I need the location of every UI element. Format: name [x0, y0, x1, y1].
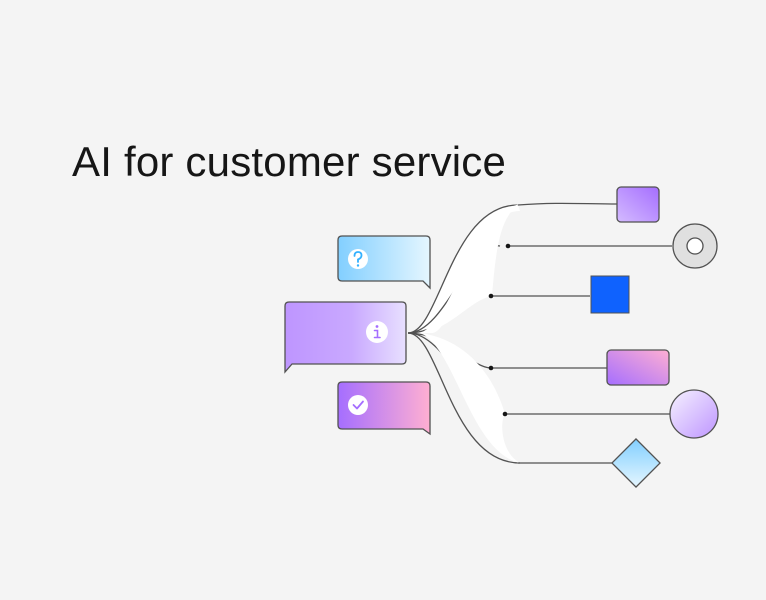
junction-dots: [488, 243, 511, 417]
page-title: AI for customer service: [72, 138, 507, 185]
blue-square-shape: [590, 275, 630, 314]
purple-circle-shape: [669, 389, 719, 439]
question-mark-icon: [348, 249, 368, 269]
info-chat-bubble: [284, 301, 407, 374]
question-chat-bubble: [337, 235, 431, 290]
branch-lines: [491, 202, 672, 464]
info-icon: [366, 321, 388, 343]
gray-ring-shape: [672, 223, 718, 269]
pink-rectangle-shape: [606, 349, 670, 386]
check-chat-bubble: [337, 381, 431, 436]
branch-connector: [407, 204, 521, 464]
blue-diamond-shape: [611, 438, 661, 488]
lavender-square-shape: [616, 186, 660, 223]
checkmark-icon: [348, 395, 368, 415]
